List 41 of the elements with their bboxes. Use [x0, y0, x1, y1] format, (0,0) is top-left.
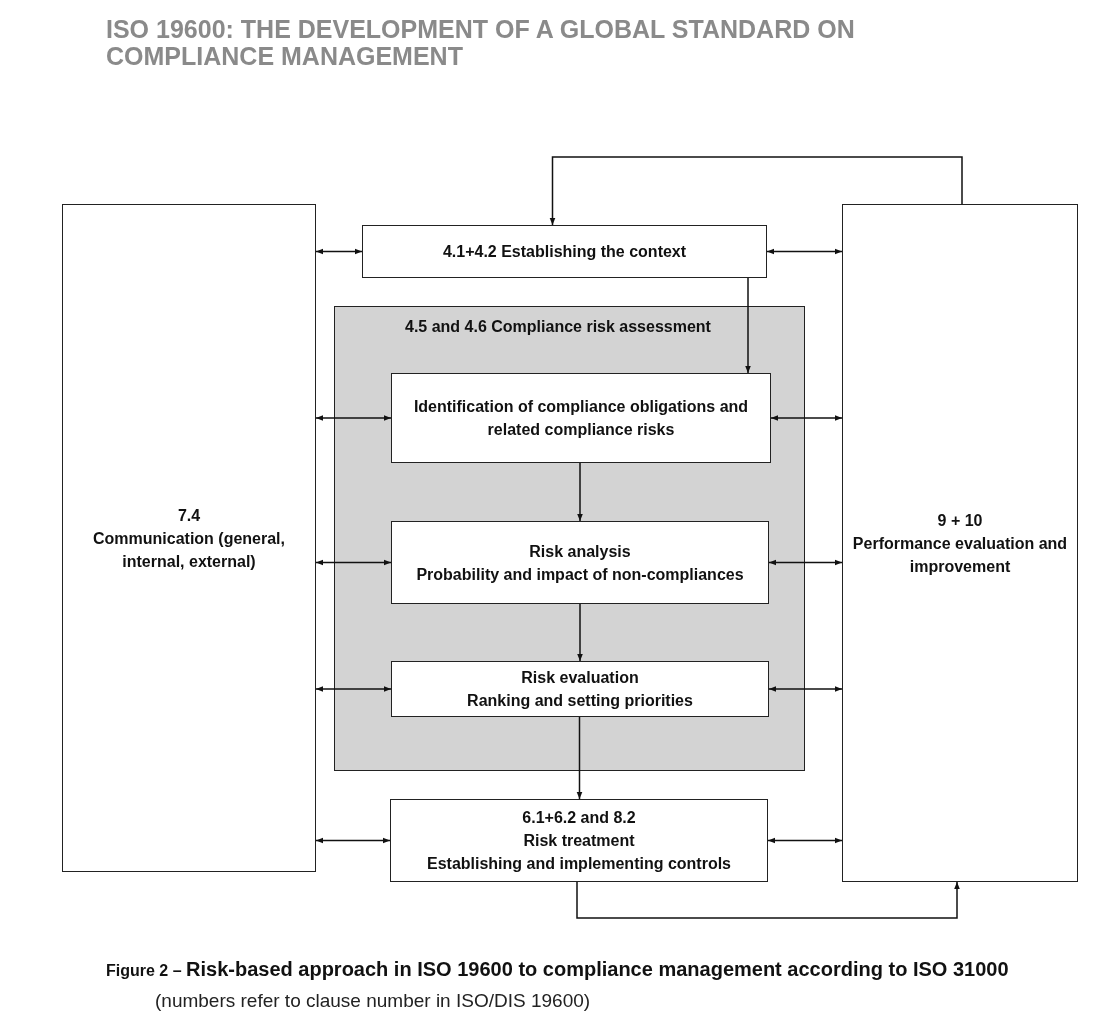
node-text: Communication (general, internal, external) [92, 528, 286, 572]
arrow [745, 277, 751, 374]
node-heading: 7.4 [177, 505, 201, 526]
arrow [315, 686, 392, 692]
node-text: Performance evaluation and improvement [851, 533, 1069, 577]
arrow [576, 716, 583, 800]
node-heading: Risk analysis [529, 541, 631, 562]
arrow [315, 837, 391, 844]
arrow [315, 559, 392, 566]
arrow [766, 248, 843, 255]
node-heading: Risk evaluation [521, 668, 639, 688]
node-text: Ranking and setting priorities [467, 691, 693, 711]
node-text: Establishing and implementing controls [427, 854, 731, 874]
arrow [576, 881, 960, 919]
node-text: Probability and impact of non-compliances [416, 564, 744, 585]
node-text: Risk treatment [523, 831, 635, 851]
group-band [334, 306, 805, 771]
process-box [842, 204, 1078, 882]
arrow [549, 156, 963, 226]
arrow [768, 559, 843, 566]
title: ISO 19600: THE DEVELOPMENT OF A GLOBAL STANDARD ON COMPLIANCE MANAGEMENT [106, 16, 856, 70]
arrow [577, 462, 583, 522]
arrow [315, 248, 363, 255]
node-text: Identification of compliance obligations and related compliance risks [412, 397, 750, 440]
figure-caption: Figure 2 – Risk-based approach in ISO 19600 to compliance management according to ISO 31000 [106, 958, 1010, 981]
node-heading: 6.1+6.2 and 8.2 [522, 808, 636, 828]
caption-note: (numbers refer to clause number in ISO/DIS 19600) [155, 990, 591, 1012]
arrow [768, 686, 843, 692]
process-box [391, 661, 769, 717]
arrow [577, 603, 583, 662]
node-text: 4.1+4.2 Establishing the context [442, 242, 687, 262]
process-box [362, 225, 767, 278]
node-text: 4.5 and 4.6 Compliance risk assessment [405, 317, 711, 337]
node-heading: 9 + 10 [937, 510, 983, 531]
process-box [391, 521, 769, 604]
arrow [315, 415, 392, 421]
arrow [770, 415, 843, 421]
process-box [62, 204, 316, 872]
process-box [390, 799, 768, 882]
arrow [767, 837, 843, 844]
process-box [391, 373, 771, 463]
